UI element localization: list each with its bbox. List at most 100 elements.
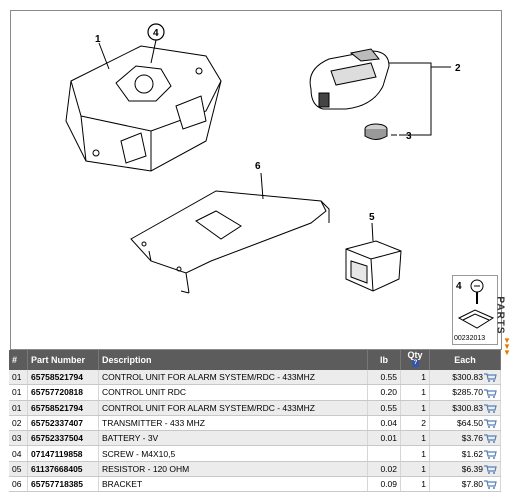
add-to-cart-icon[interactable] <box>484 465 497 475</box>
row-part-number-text: 65758521794 <box>31 372 84 383</box>
row-price-text: $285.70 <box>452 387 483 398</box>
row-part-number[interactable]: 65757718385 <box>27 476 99 493</box>
row-price: $300.83 <box>429 370 501 386</box>
add-to-cart-icon[interactable] <box>484 373 497 383</box>
row-num: 05 <box>9 461 28 478</box>
row-description-text: RESISTOR - 120 OHM <box>102 463 190 474</box>
row-qty-text: 1 <box>421 448 426 459</box>
add-to-cart-icon[interactable] <box>484 480 497 490</box>
row-description-text: CONTROL UNIT FOR ALARM SYSTEM/RDC - 433M… <box>102 402 315 413</box>
row-num: 02 <box>9 415 28 432</box>
col-each-header: Each <box>429 350 501 370</box>
row-part-number[interactable]: 61137668405 <box>27 461 99 478</box>
parts-tab-label: PARTS <box>494 296 506 335</box>
row-price-text: $3.76 <box>461 433 483 444</box>
row-part-number[interactable]: 65752337407 <box>27 415 99 432</box>
row-num-text: 05 <box>12 463 22 474</box>
callout-1: 1 <box>95 34 101 45</box>
row-weight-text: 0.01 <box>380 433 397 444</box>
row-description-text: SCREW - M4X10,5 <box>102 448 176 459</box>
row-description: BATTERY - 3V <box>98 430 368 447</box>
row-description: TRANSMITTER - 433 MHZ <box>98 415 368 432</box>
col-lb-header: lb <box>367 350 401 370</box>
row-num: 04 <box>9 445 28 462</box>
add-to-cart-icon[interactable] <box>484 450 497 459</box>
row-weight-text: 0.04 <box>380 418 397 429</box>
row-price-text: $6.39 <box>461 463 483 474</box>
row-qty-text: 1 <box>421 387 426 398</box>
row-description: RESISTOR - 120 OHM <box>98 461 368 478</box>
row-description: CONTROL UNIT FOR ALARM SYSTEM/RDC - 433M… <box>98 370 368 386</box>
col-description-header: Description <box>98 350 368 370</box>
row-part-number[interactable]: 65757720818 <box>27 384 99 401</box>
parts-side-tab[interactable]: PARTS ▼▼▼ <box>495 288 515 356</box>
control-unit-drawing <box>65 45 222 172</box>
row-part-number-text: 65758521794 <box>31 402 84 413</box>
row-weight-text: 0.20 <box>380 387 397 398</box>
row-weight <box>367 445 401 462</box>
row-part-number[interactable]: 65758521794 <box>27 400 99 416</box>
row-part-number-text: 61137668405 <box>31 463 83 474</box>
row-qty-text: 2 <box>421 418 426 429</box>
row-part-number-text: 65757720818 <box>31 387 84 398</box>
row-num: 01 <box>9 400 28 416</box>
row-num: 03 <box>9 430 28 447</box>
row-qty: 1 <box>400 445 430 462</box>
parts-table: # Part Number Description lb Qty? Each 0… <box>9 350 501 493</box>
triangle-arrows-icon: ▼▼▼ <box>503 336 511 357</box>
row-qty: 2 <box>400 415 430 432</box>
row-part-number[interactable]: 07147119858 <box>27 445 99 462</box>
row-weight: 0.20 <box>367 384 401 401</box>
row-num: 01 <box>9 370 28 386</box>
row-weight-text: 0.02 <box>380 463 397 474</box>
add-to-cart-icon[interactable] <box>484 419 497 429</box>
add-to-cart-icon[interactable] <box>484 404 497 413</box>
row-weight-text: 0.55 <box>380 372 397 383</box>
add-to-cart-icon[interactable] <box>484 434 497 444</box>
row-qty: 1 <box>400 476 430 493</box>
qty-help-icon[interactable]: ? <box>412 360 419 367</box>
col-qty-header: Qty? <box>400 350 430 370</box>
row-description-text: CONTROL UNIT FOR ALARM SYSTEM/RDC - 433M… <box>102 372 315 383</box>
row-description-text: TRANSMITTER - 433 MHZ <box>102 418 205 429</box>
row-qty: 1 <box>400 430 430 447</box>
row-description: SCREW - M4X10,5 <box>98 445 368 462</box>
row-weight: 0.01 <box>367 430 401 447</box>
resistor-drawing <box>345 240 402 292</box>
row-qty: 1 <box>400 384 430 401</box>
row-price-text: $7.80 <box>461 479 483 490</box>
row-qty: 1 <box>400 370 430 386</box>
row-price: $7.80 <box>429 476 501 493</box>
col-part-number-header: Part Number <box>27 350 99 370</box>
bracket-drawing <box>130 190 330 294</box>
screw-icon: 4 <box>456 279 495 329</box>
row-weight: 0.09 <box>367 476 401 493</box>
row-weight: 0.55 <box>367 400 401 416</box>
row-part-number[interactable]: 65752337504 <box>27 430 99 447</box>
add-to-cart-icon[interactable] <box>484 388 497 398</box>
row-price-text: $300.83 <box>452 372 483 383</box>
callout-3: 3 <box>406 131 412 142</box>
row-num-text: 02 <box>12 418 22 429</box>
table-header-row: # Part Number Description lb Qty? Each <box>9 350 501 370</box>
row-qty: 1 <box>400 400 430 416</box>
row-part-number-text: 65752337504 <box>31 433 84 444</box>
row-num-text: 03 <box>12 433 22 444</box>
row-num-text: 01 <box>12 387 22 398</box>
diagram-illustration: 1 4 2 3 6 <box>65 23 461 294</box>
qty-header-label: Qty <box>407 350 423 360</box>
row-weight: 0.55 <box>367 370 401 386</box>
row-price: $64.50 <box>429 415 501 432</box>
row-description: BRACKET <box>98 476 368 493</box>
row-num-text: 04 <box>12 448 22 459</box>
row-part-number[interactable]: 65758521794 <box>27 370 99 386</box>
diagram-code: 00232013 <box>454 335 486 342</box>
